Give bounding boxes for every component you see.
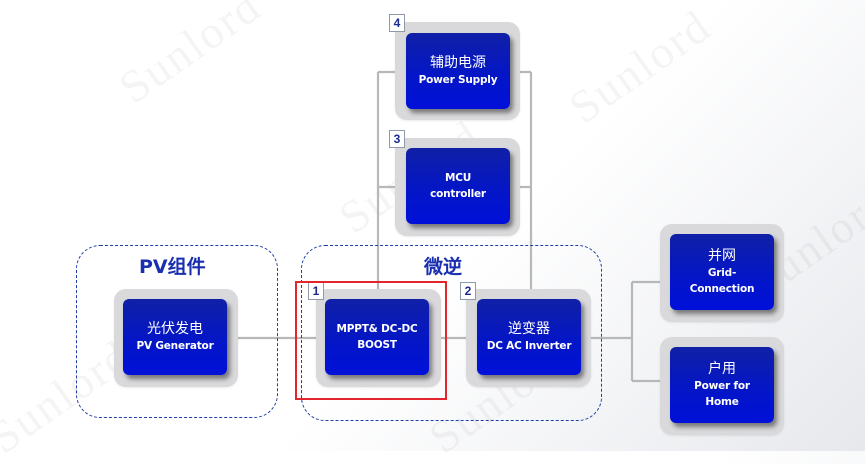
pv-generator-block: 光伏发电 PV Generator bbox=[123, 299, 227, 375]
pv-module-group bbox=[76, 245, 278, 418]
micro-group-title: 微逆 bbox=[424, 256, 463, 278]
highlight-box bbox=[295, 281, 447, 400]
pv-generator-label-en: PV Generator bbox=[136, 339, 214, 352]
mppt-boost-block: MPPT& DC-DC BOOST bbox=[325, 299, 429, 375]
mcu-label-line1: MCU bbox=[444, 172, 472, 184]
home-label-line2: Home bbox=[705, 395, 739, 408]
mcu-label-line2: controller bbox=[430, 188, 486, 200]
mppt-label-line1: MPPT& DC-DC bbox=[336, 323, 418, 335]
grid-label-line1: Grid- bbox=[707, 266, 737, 279]
microinverter-group bbox=[301, 245, 602, 421]
power-supply-label-cn: 辅助电源 bbox=[430, 54, 486, 71]
badge-4: 4 bbox=[389, 14, 405, 32]
home-label-line1: Power for bbox=[694, 379, 750, 392]
power-supply-block: 辅助电源 Power Supply bbox=[406, 33, 510, 109]
inverter-block: 逆变器 DC AC Inverter bbox=[477, 299, 581, 375]
badge-2: 2 bbox=[460, 282, 476, 300]
inverter-label-en: DC AC Inverter bbox=[486, 339, 572, 352]
mcu-controller-block: MCU controller bbox=[406, 148, 510, 224]
mppt-label-line2: BOOST bbox=[357, 339, 397, 351]
pv-group-title: PV组件 bbox=[139, 256, 206, 278]
home-power-block: 户用 Power for Home bbox=[670, 347, 774, 423]
power-supply-label-en: Power Supply bbox=[418, 73, 498, 86]
pv-generator-label-cn: 光伏发电 bbox=[147, 320, 203, 337]
home-label-cn: 户用 bbox=[708, 360, 736, 377]
badge-3: 3 bbox=[389, 130, 405, 148]
inverter-label-cn: 逆变器 bbox=[508, 320, 550, 337]
grid-label-cn: 并网 bbox=[708, 247, 736, 264]
grid-label-line2: Connection bbox=[689, 282, 755, 295]
grid-connection-block: 并网 Grid- Connection bbox=[670, 234, 774, 310]
